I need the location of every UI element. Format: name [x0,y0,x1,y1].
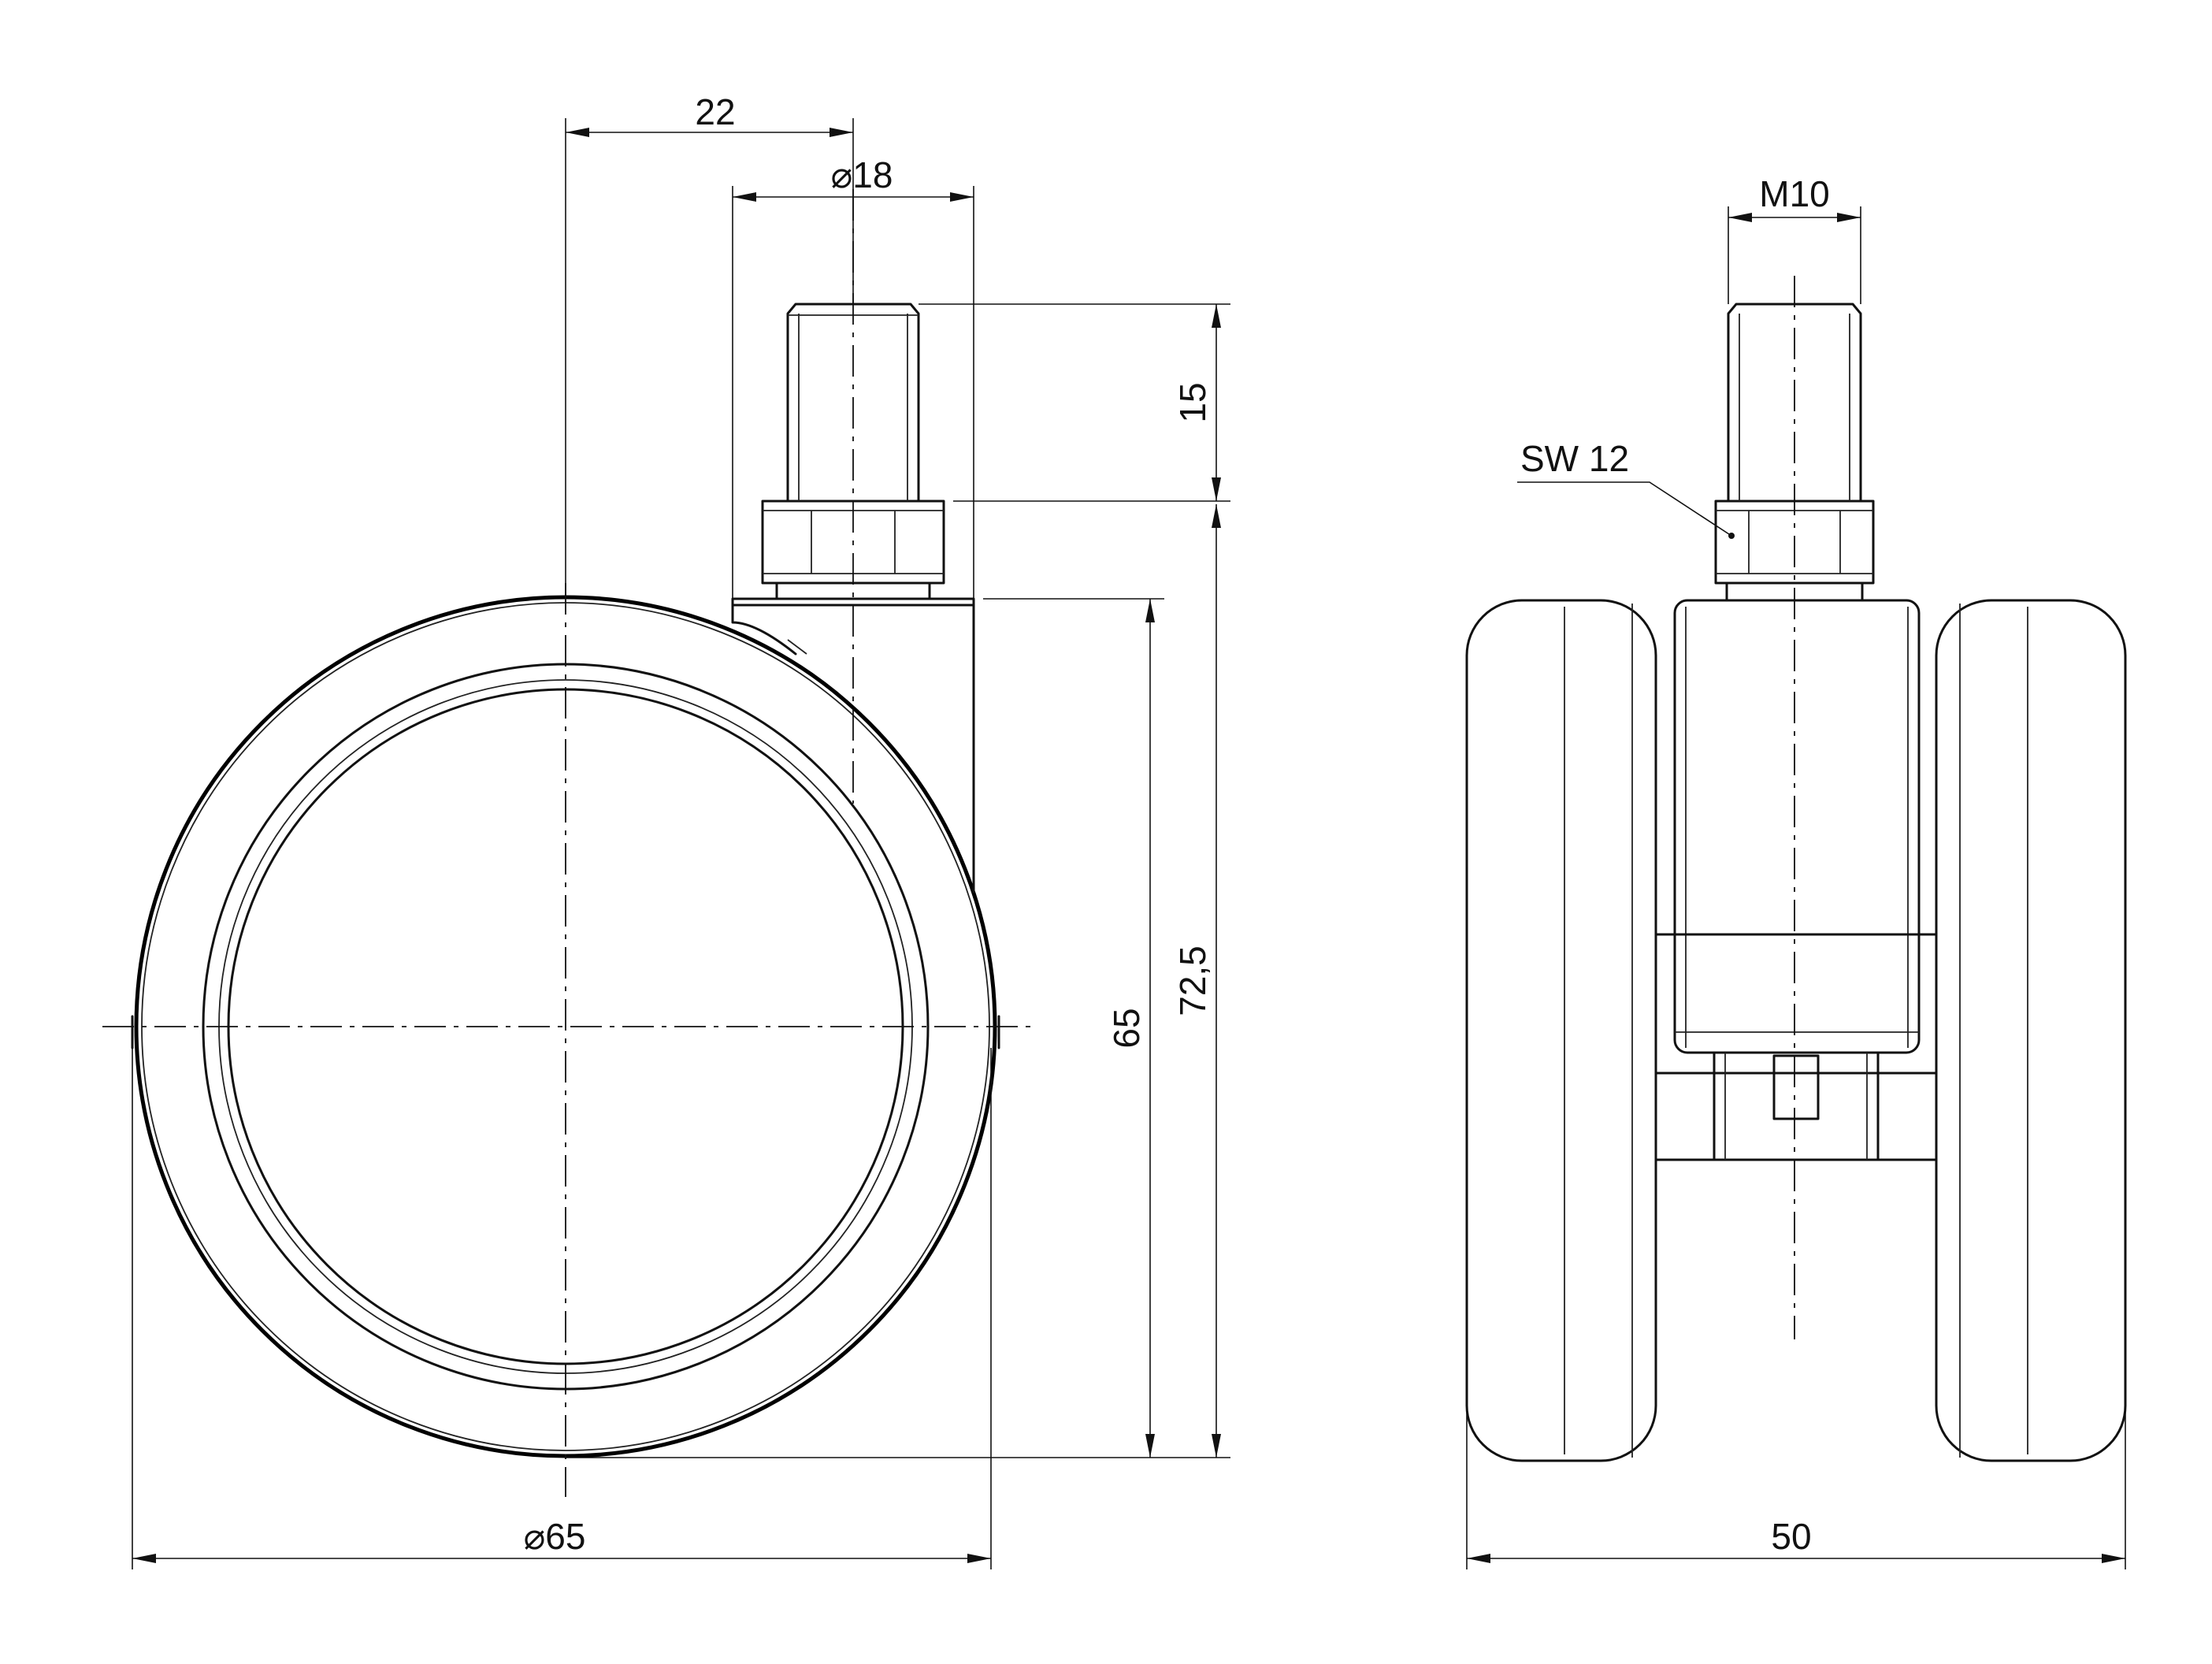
arrow-65-top [1145,599,1155,622]
arrow-18-left [733,192,756,202]
arrow-22-right [830,128,853,137]
label-15: 15 [1172,382,1213,422]
arrow-m10-left [1728,213,1752,222]
label-22: 22 [695,91,735,132]
arrow-15-bottom [1212,477,1221,501]
arrow-50-right [2102,1554,2125,1563]
arrow-22-left [566,128,589,137]
axle-lower-block [1654,1072,1938,1161]
label-65: 65 [1106,1008,1147,1048]
side-view: 22 ⌀18 15 65 72,5 ⌀65 [102,91,1230,1569]
arrow-50-left [1467,1554,1490,1563]
arrow-m10-right [1837,213,1861,222]
front-view: M10 SW 12 50 [1465,173,2127,1569]
leader-sw12 [1517,481,1732,537]
right-wheel [1935,599,2127,1462]
arrow-65-bottom [1145,1434,1155,1458]
arrow-72-5-top [1212,504,1221,528]
arrow-18-right [950,192,974,202]
label-diameter-18: ⌀18 [831,154,893,195]
central-housing [1673,599,1921,1054]
axle-pin [1772,1054,1820,1120]
arrow-15-top [1212,304,1221,328]
label-50: 50 [1771,1516,1811,1557]
arrow-72-5-bottom [1212,1434,1221,1458]
left-wheel [1465,599,1657,1462]
leader-sw12-dot [1728,533,1735,539]
arrow-d65-right [967,1554,991,1563]
axle-hub [1713,1051,1880,1161]
label-diameter-65: ⌀65 [524,1516,586,1557]
label-sw12: SW 12 [1520,438,1629,479]
label-72-5: 72,5 [1172,945,1213,1016]
label-m10: M10 [1759,173,1829,214]
arrow-d65-left [132,1554,156,1563]
housing-shade-line [787,639,807,655]
